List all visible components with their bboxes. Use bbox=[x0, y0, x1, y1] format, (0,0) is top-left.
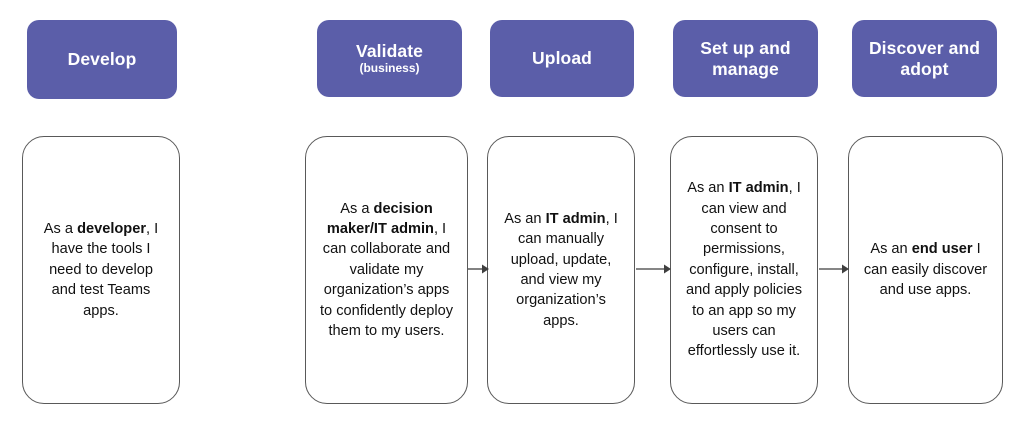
persona-card-end-user[interactable]: As an end user I can easily discover and… bbox=[848, 136, 1003, 404]
stage-pill-label: Validate bbox=[356, 40, 423, 61]
persona-card-developer[interactable]: As a developer, I have the tools I need … bbox=[22, 136, 180, 404]
stage-pill-develop[interactable]: Develop bbox=[27, 20, 177, 99]
persona-card-decision-maker[interactable]: As a decision maker/IT admin, I can coll… bbox=[305, 136, 468, 404]
stage-pill-label: Set up and manage bbox=[700, 38, 791, 79]
persona-card-it-admin-manage[interactable]: As an IT admin, I can view and consent t… bbox=[670, 136, 818, 404]
stage-pill-discover-and-adopt[interactable]: Discover and adopt bbox=[852, 20, 997, 97]
persona-card-text: As an IT admin, I can manually upload, u… bbox=[504, 210, 618, 329]
arrow-upload-to-manage bbox=[636, 262, 671, 276]
persona-card-text: As an end user I can easily discover and… bbox=[863, 241, 988, 299]
stage-pill-label: Upload bbox=[532, 48, 592, 69]
stage-pill-sublabel: (business) bbox=[359, 61, 420, 76]
persona-card-text: As a developer, I have the tools I need … bbox=[43, 220, 159, 319]
persona-card-text: As an IT admin, I can view and consent t… bbox=[685, 180, 803, 360]
persona-card-text: As a decision maker/IT admin, I can coll… bbox=[319, 200, 454, 340]
stage-pill-validate[interactable]: Validate(business) bbox=[317, 20, 462, 97]
arrow-manage-to-adopt bbox=[819, 262, 849, 276]
stage-pill-label: Discover and adopt bbox=[868, 38, 981, 79]
arrow-validate-to-upload bbox=[468, 262, 489, 276]
stage-pill-set-up-and-manage[interactable]: Set up and manage bbox=[673, 20, 818, 97]
stage-pill-upload[interactable]: Upload bbox=[490, 20, 634, 97]
stage-pill-label: Develop bbox=[67, 49, 137, 70]
persona-card-it-admin-upload[interactable]: As an IT admin, I can manually upload, u… bbox=[487, 136, 635, 404]
